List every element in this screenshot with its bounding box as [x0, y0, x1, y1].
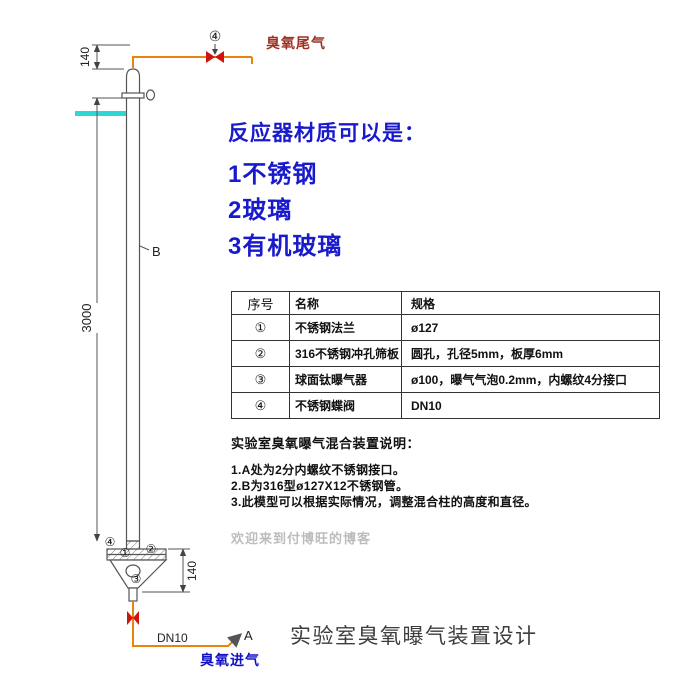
notes-title: 实验室臭氧曝气混合装置说明： — [231, 436, 421, 451]
callout-3: ③ — [131, 572, 142, 586]
drawing-title: 实验室臭氧曝气装置设计 — [290, 625, 538, 648]
tail-gas-label: 臭氧尾气 — [266, 35, 326, 51]
column-cap — [125, 68, 141, 93]
row-no: ① — [231, 314, 290, 341]
column-tube — [125, 97, 141, 542]
callout-4-top: ④ — [209, 28, 222, 44]
reactor-column — [121, 68, 156, 542]
row-name: 316不锈钢冲孔筛板 — [289, 340, 402, 367]
label-b: B — [152, 244, 161, 259]
assembly-notes: 实验室臭氧曝气混合装置说明： 1.A处为2分内螺纹不锈钢接口。 2.B为316型… — [231, 433, 537, 510]
callout-1: ① — [120, 546, 131, 560]
dim-top-140-label: 140 — [78, 47, 92, 67]
top-port — [145, 89, 156, 101]
col-header-name: 名称 — [289, 291, 402, 315]
inlet-valve — [127, 611, 139, 625]
callout-2: ② — [146, 542, 157, 556]
note-line-3: 3.此模型可以根据实际情况，调整混合柱的高度和直径。 — [231, 495, 537, 509]
table-row: ④ 不锈钢蝶阀 DN10 — [231, 392, 660, 419]
tail-gas-valve — [206, 51, 224, 63]
part-callouts: ④ ① ② ③ — [105, 535, 157, 586]
top-flange — [121, 92, 145, 99]
material-option-3: 3有机玻璃 — [228, 233, 343, 260]
material-option-1: 1不锈钢 — [228, 161, 318, 188]
row-spec: ø127 — [401, 314, 660, 341]
row-spec: ø100，曝气气泡0.2mm，内螺纹4分接口 — [401, 366, 660, 393]
note-line-2: 2.B为316型ø127X12不锈钢管。 — [231, 479, 409, 493]
spec-table-header-row: 序号 名称 规格 — [231, 291, 660, 315]
row-name: 不锈钢蝶阀 — [289, 392, 402, 419]
water-level-line — [75, 111, 126, 116]
row-no: ③ — [231, 366, 290, 393]
row-spec: DN10 — [401, 392, 660, 419]
dim-bottom-140-label: 140 — [185, 561, 199, 581]
dim-3000 — [92, 97, 122, 542]
row-no: ④ — [231, 392, 290, 419]
dn10-label: DN10 — [157, 631, 188, 645]
dim-3000-label: 3000 — [79, 304, 94, 333]
row-no: ② — [231, 340, 290, 367]
materials-heading: 反应器材质可以是： — [228, 122, 426, 145]
inlet-pipe — [132, 601, 243, 648]
row-spec: 圆孔，孔径5mm，板厚6mm — [401, 340, 660, 367]
note-line-1: 1.A处为2分内螺纹不锈钢接口。 — [231, 463, 406, 477]
row-name: 球面钛曝气器 — [289, 366, 402, 393]
watermark: 欢迎来到付博旺的博客 — [231, 531, 372, 546]
table-row: ③ 球面钛曝气器 ø100，曝气气泡0.2mm，内螺纹4分接口 — [231, 366, 660, 393]
col-header-spec: 规格 — [401, 291, 660, 315]
funnel-neck — [128, 587, 138, 602]
valve-callout-top: ④ — [209, 28, 222, 55]
spec-table: 序号 名称 规格 ① 不锈钢法兰 ø127 ② 316不锈钢冲孔筛板 圆孔，孔径… — [231, 291, 660, 419]
callout-4-bottom: ④ — [105, 535, 116, 549]
materials-note: 反应器材质可以是： 1不锈钢 2玻璃 3有机玻璃 — [228, 117, 426, 265]
dim-top-140 — [92, 44, 130, 70]
tail-gas-pipe — [132, 56, 253, 68]
row-name: 不锈钢法兰 — [289, 314, 402, 341]
label-b-leader — [139, 245, 150, 251]
table-row: ② 316不锈钢冲孔筛板 圆孔，孔径5mm，板厚6mm — [231, 340, 660, 367]
bottom-assembly — [106, 540, 168, 602]
dim-bottom-140 — [142, 548, 190, 593]
aerator — [125, 564, 141, 578]
label-a: A — [244, 628, 253, 643]
col-header-no: 序号 — [231, 291, 290, 315]
material-option-2: 2玻璃 — [228, 197, 293, 224]
table-row: ① 不锈钢法兰 ø127 — [231, 314, 660, 341]
inlet-label: 臭氧进气 — [200, 652, 260, 668]
